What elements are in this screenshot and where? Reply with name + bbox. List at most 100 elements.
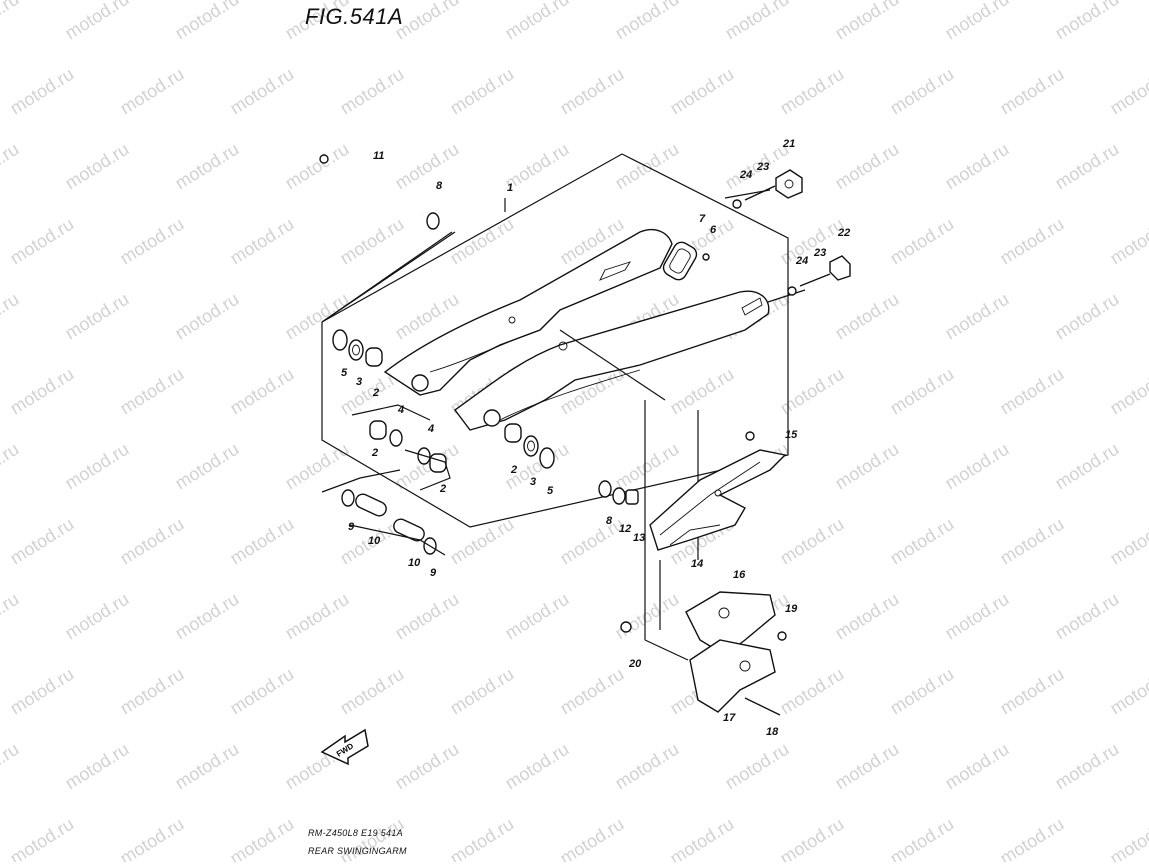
callout-13: 13: [633, 532, 645, 544]
watermark-text: motod.ru: [832, 0, 903, 43]
watermark-text: motod.ru: [227, 214, 298, 269]
chain-guide-hardware[interactable]: [598, 480, 639, 505]
watermark-text: motod.ru: [997, 664, 1068, 719]
chain-adjuster-lower[interactable]: [787, 255, 851, 296]
watermark-text: motod.ru: [832, 139, 903, 194]
callout-10: 10: [368, 535, 381, 547]
watermark-text: motod.ru: [7, 814, 78, 862]
watermark-text: motod.ru: [0, 439, 22, 494]
watermark-text: motod.ru: [557, 664, 628, 719]
watermark-text: motod.ru: [942, 289, 1013, 344]
watermark-text: motod.ru: [117, 364, 188, 419]
watermark-text: motod.ru: [942, 139, 1013, 194]
callout-2: 2: [372, 387, 379, 399]
callout-4: 4: [427, 423, 434, 435]
watermark-text: motod.ru: [62, 589, 133, 644]
watermark-text: motod.ru: [227, 814, 298, 862]
watermark-text: motod.ru: [612, 439, 683, 494]
watermark-text: motod.ru: [887, 664, 958, 719]
watermark-text: motod.ru: [7, 64, 78, 119]
watermark-text: motod.ru: [62, 739, 133, 794]
watermark-text: motod.ru: [1052, 439, 1123, 494]
watermark-text: motod.ru: [942, 439, 1013, 494]
callout-24: 24: [739, 169, 752, 181]
callout-2: 2: [510, 464, 517, 476]
watermark-text: motod.ru: [1052, 0, 1123, 43]
callout-21: 21: [782, 138, 795, 150]
watermark-text: motod.ru: [997, 214, 1068, 269]
callout-layer: 1222233445567889910101112131415161718192…: [341, 138, 850, 738]
watermark-text: motod.ru: [447, 64, 518, 119]
watermark-text: motod.ru: [62, 139, 133, 194]
fwd-arrow-icon: FWD: [320, 728, 369, 766]
watermark-text: motod.ru: [997, 514, 1068, 569]
callout-3: 3: [356, 376, 362, 388]
watermark-text: motod.ru: [7, 364, 78, 419]
watermark-text: motod.ru: [447, 664, 518, 719]
watermark-text: motod.ru: [1107, 214, 1149, 269]
spacer-group[interactable]: [341, 489, 437, 555]
callout-9: 9: [348, 521, 355, 533]
callout-18: 18: [766, 726, 779, 738]
watermark-text: motod.ru: [392, 589, 463, 644]
watermark-text: motod.ru: [887, 364, 958, 419]
watermark-text: motod.ru: [117, 514, 188, 569]
watermark-text: motod.ru: [942, 739, 1013, 794]
watermark-text: motod.ru: [62, 289, 133, 344]
callout-1: 1: [507, 182, 513, 194]
section-name: REAR SWINGINGARM: [308, 846, 407, 856]
watermark-text: motod.ru: [832, 589, 903, 644]
callout-15: 15: [785, 429, 798, 441]
watermark-text: motod.ru: [557, 64, 628, 119]
watermark-text: motod.ru: [117, 64, 188, 119]
callout-19: 19: [785, 603, 798, 615]
watermark-text: motod.ru: [777, 814, 848, 862]
figure-title: FIG.541A: [305, 4, 404, 29]
callout-22: 22: [837, 227, 850, 239]
watermark-text: motod.ru: [667, 814, 738, 862]
watermark-text: motod.ru: [612, 0, 683, 43]
watermark-text: motod.ru: [0, 739, 22, 794]
watermark-text: motod.ru: [1107, 814, 1149, 862]
callout-14: 14: [691, 558, 703, 570]
watermark-text: motod.ru: [722, 0, 793, 43]
chain-slider[interactable]: [649, 431, 787, 551]
watermark-text: motod.ru: [337, 664, 408, 719]
watermark-text: motod.ru: [942, 0, 1013, 43]
watermark-text: motod.ru: [117, 214, 188, 269]
watermark-text: motod.ru: [667, 364, 738, 419]
watermark-text: motod.ru: [62, 0, 133, 43]
watermark-text: motod.ru: [117, 664, 188, 719]
callout-17: 17: [723, 712, 736, 724]
swingarm-body[interactable]: [383, 228, 770, 431]
watermark-text: motod.ru: [777, 64, 848, 119]
watermark-text: motod.ru: [0, 0, 22, 43]
callout-11: 11: [373, 150, 384, 162]
watermark-text: motod.ru: [887, 64, 958, 119]
watermark-text: motod.ru: [1052, 739, 1123, 794]
watermark-text: motod.ru: [612, 739, 683, 794]
callout-8: 8: [606, 515, 613, 527]
watermark-text: motod.ru: [227, 664, 298, 719]
callout-3: 3: [530, 476, 536, 488]
watermark-text: motod.ru: [1052, 589, 1123, 644]
watermark-text: motod.ru: [7, 214, 78, 269]
pivot-shaft[interactable]: [319, 154, 423, 216]
right-bearing-group[interactable]: [504, 423, 555, 469]
watermark-text: motod.ru: [502, 589, 573, 644]
washer-8-top[interactable]: [426, 212, 440, 230]
chain-guard-plate[interactable]: [661, 239, 710, 282]
chain-adjuster-upper[interactable]: [732, 169, 803, 209]
watermark-text: motod.ru: [1107, 364, 1149, 419]
watermark-text: motod.ru: [557, 814, 628, 862]
watermark-text: motod.ru: [997, 364, 1068, 419]
watermark-text: motod.ru: [667, 64, 738, 119]
watermark-text: motod.ru: [282, 589, 353, 644]
watermark-text: motod.ru: [227, 64, 298, 119]
watermark-text: motod.ru: [1107, 514, 1149, 569]
chain-guide[interactable]: [620, 591, 787, 716]
callout-23: 23: [756, 161, 769, 173]
watermark-text: motod.ru: [447, 214, 518, 269]
model-code: RM-Z450L8 E19 541A: [308, 828, 403, 838]
